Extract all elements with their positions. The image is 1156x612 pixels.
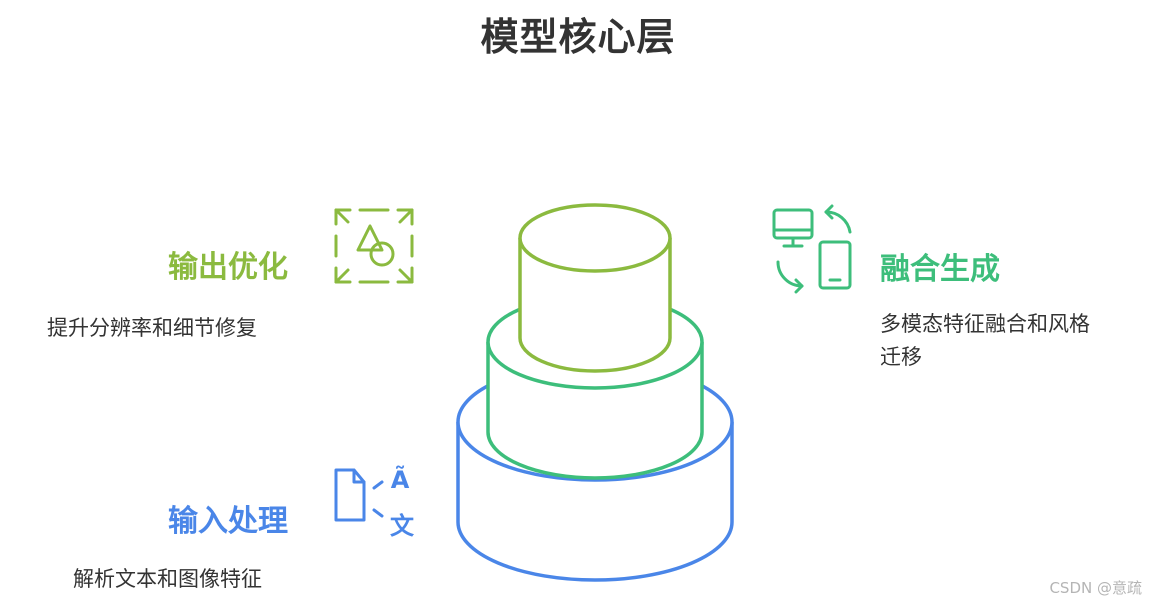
- layer-description-fusion-generation: 多模态特征融合和风格 迁移: [880, 308, 1090, 374]
- layer-description-output-optimization: 提升分辨率和细节修复: [47, 316, 257, 340]
- device-sync-icon: [772, 204, 852, 294]
- tier-output-optimization: [518, 203, 672, 373]
- shapes-resize-icon: [334, 208, 414, 284]
- description-line: 迁移: [880, 345, 922, 369]
- description-line: 多模态特征融合和风格: [880, 312, 1090, 336]
- document-translate-icon: Ã 文: [334, 465, 415, 540]
- svg-text:文: 文: [390, 512, 415, 540]
- svg-text:Ã: Ã: [391, 465, 410, 494]
- layer-label-output-optimization: 输出优化: [168, 250, 288, 285]
- layer-label-fusion-generation: 融合生成: [880, 252, 1000, 287]
- diagram-title: 模型核心层: [480, 15, 676, 59]
- watermark: CSDN @意疏: [1049, 579, 1142, 597]
- layer-label-input-processing: 输入处理: [168, 504, 288, 539]
- layer-description-input-processing: 解析文本和图像特征: [73, 567, 262, 591]
